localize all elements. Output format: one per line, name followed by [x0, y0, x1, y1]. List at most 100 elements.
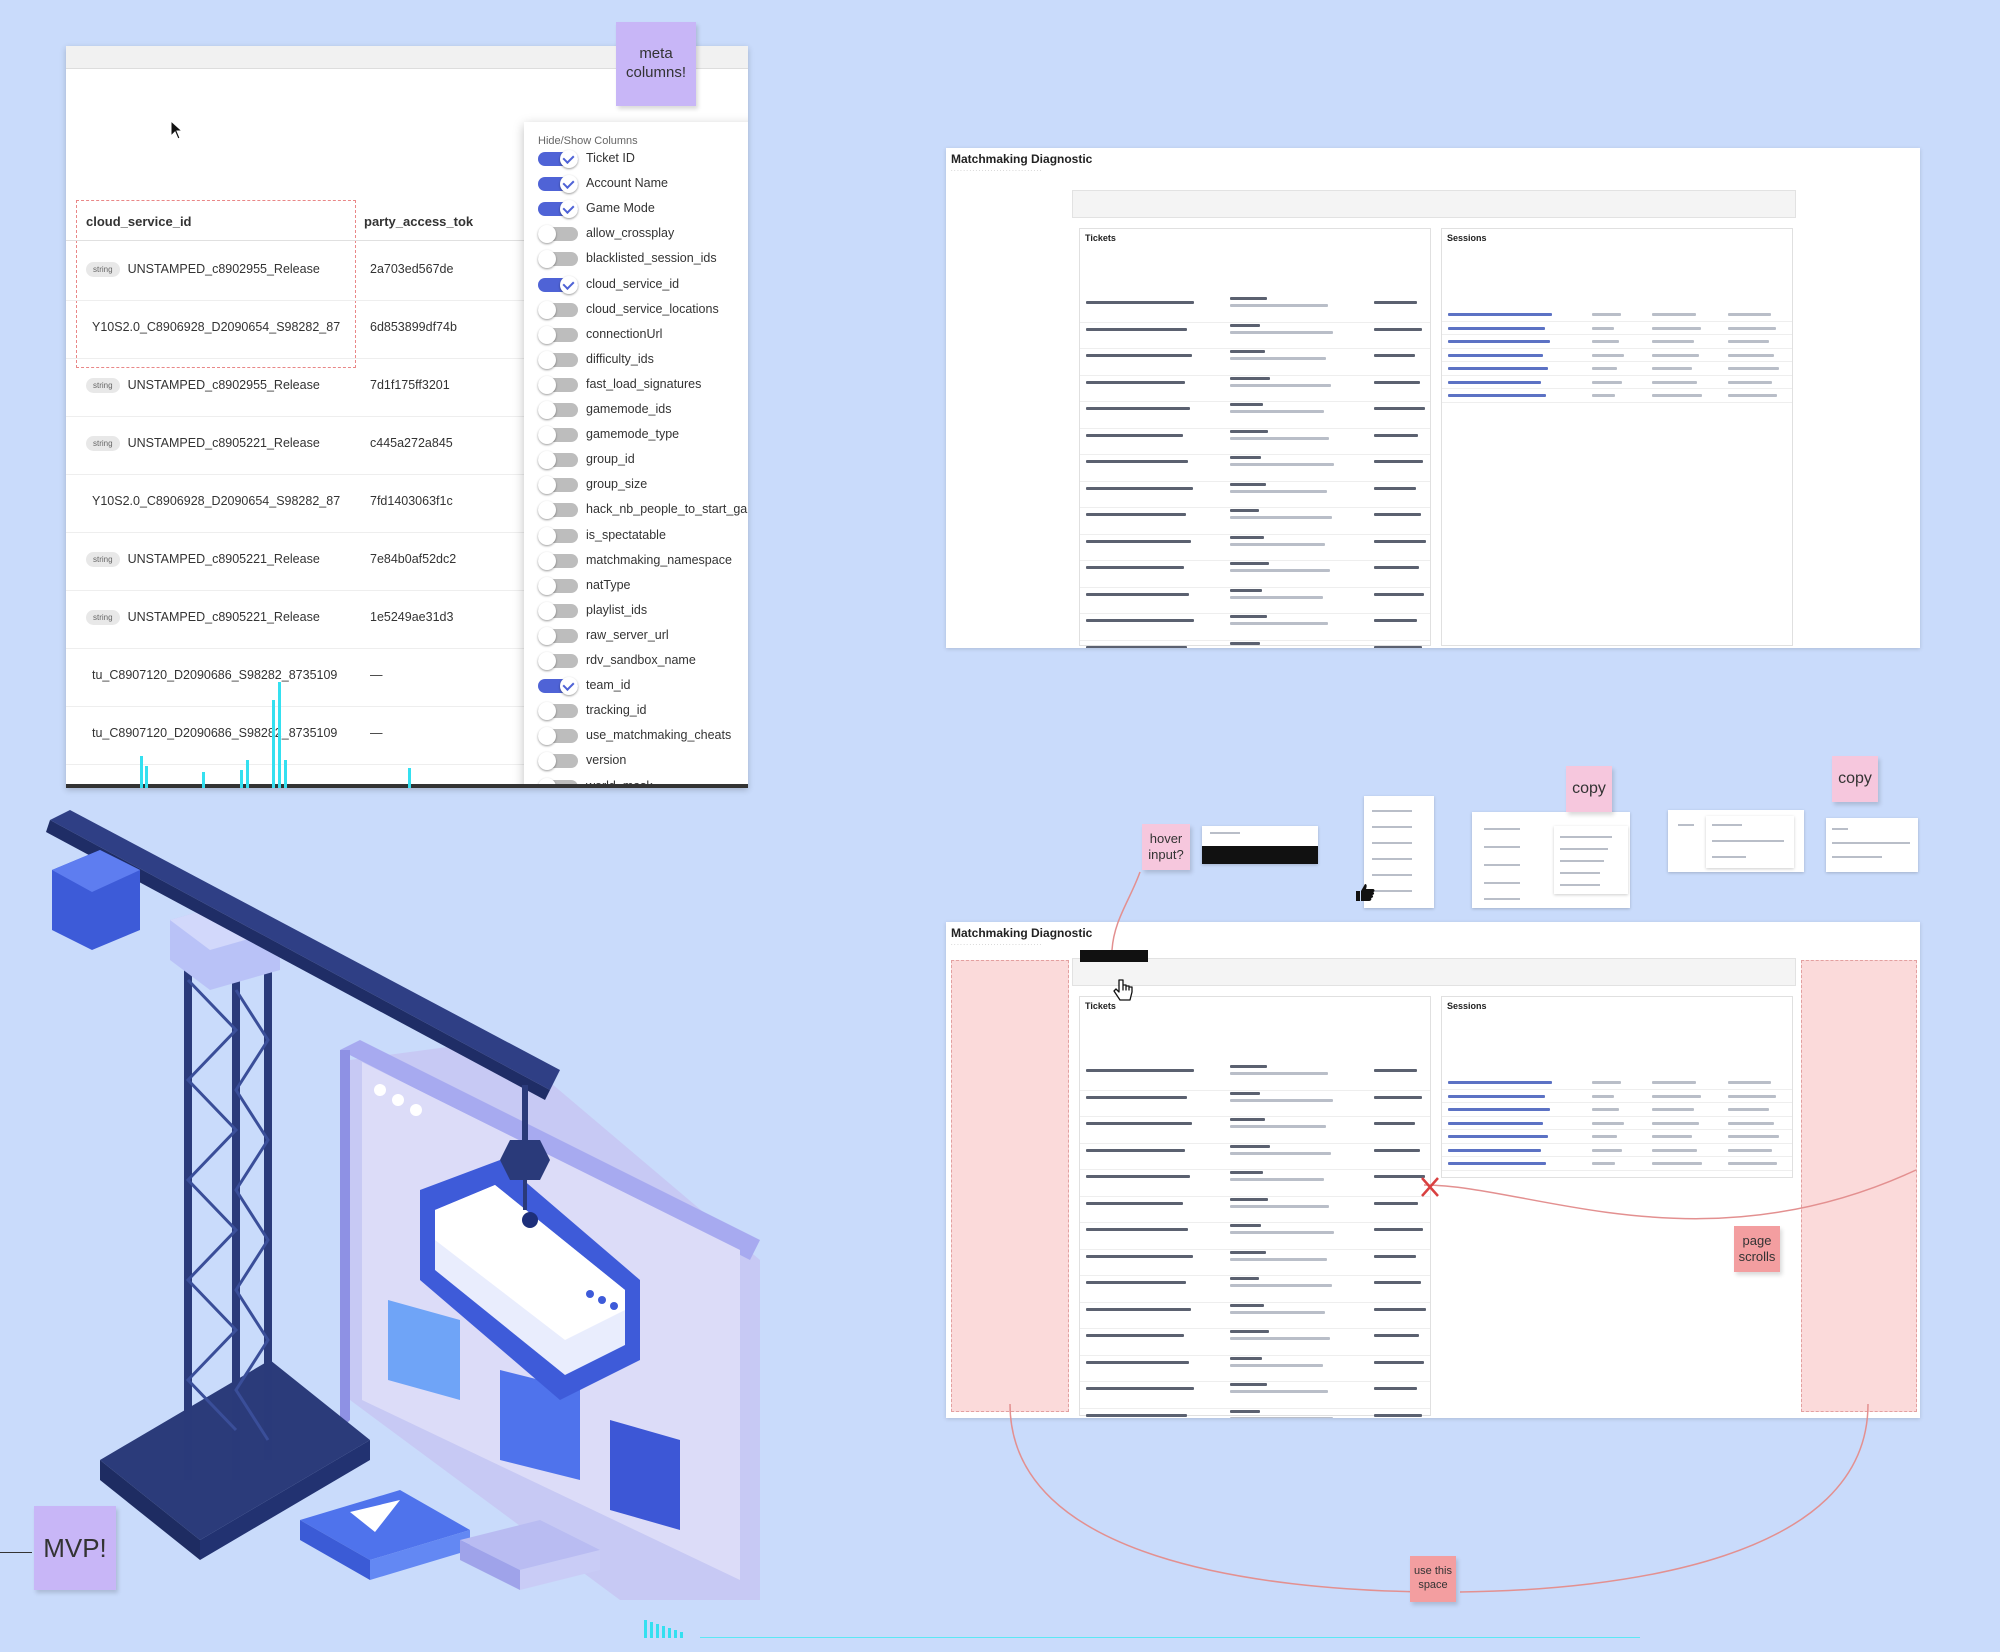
column-toggle[interactable] [538, 552, 580, 570]
column-toggle[interactable] [538, 200, 580, 218]
row-divider [1080, 1328, 1430, 1329]
column-toggle[interactable] [538, 652, 580, 670]
placeholder-text [1592, 1162, 1615, 1165]
column-toggle[interactable] [538, 401, 580, 419]
column-toggle[interactable] [538, 225, 580, 243]
column-toggle[interactable] [538, 602, 580, 620]
cell-text: Y10S2.0_C8906928_D2090654_S98282_87 [92, 320, 341, 334]
toggle-knob [538, 552, 556, 570]
column-toggle-label: raw_server_url [586, 628, 669, 642]
row-divider [1442, 1129, 1792, 1130]
column-header-cloud-service-id[interactable]: cloud_service_id [86, 214, 192, 229]
placeholder-text [1230, 1416, 1333, 1418]
column-toggle[interactable] [538, 351, 580, 369]
placeholder-text [1230, 1178, 1324, 1181]
placeholder-text [1374, 1360, 1424, 1364]
placeholder-text [1086, 1069, 1194, 1072]
column-toggle[interactable] [538, 702, 580, 720]
column-toggle[interactable] [538, 727, 580, 745]
placeholder-text [1230, 1118, 1265, 1121]
column-toggle[interactable] [538, 476, 580, 494]
column-header-party-access-token[interactable]: party_access_tok [364, 214, 474, 229]
placeholder-text [1374, 486, 1416, 490]
sessions-title: Sessions [1447, 233, 1487, 243]
placeholder-text [1086, 1334, 1184, 1337]
sticky-mvp[interactable]: MVP! [34, 1506, 116, 1590]
placeholder-text [1086, 327, 1187, 331]
sticky-copy-1[interactable]: copy [1566, 766, 1612, 812]
thumbs-up-icon [1356, 884, 1375, 901]
toggle-knob [538, 401, 556, 419]
mockup-row [1832, 856, 1882, 858]
sticky-meta-columns[interactable]: meta columns! [616, 22, 696, 106]
mockup-row [1712, 840, 1784, 842]
row-divider [1442, 388, 1792, 389]
column-toggle[interactable] [538, 326, 580, 344]
hover-input-mockup [1202, 826, 1318, 864]
placeholder-text [1374, 1095, 1422, 1099]
placeholder-text [1592, 394, 1615, 397]
placeholder-text [1592, 1121, 1624, 1125]
column-toggle[interactable] [538, 501, 580, 519]
spark-baseline [700, 1637, 1640, 1638]
row-divider [1442, 320, 1792, 322]
placeholder-text [1230, 1171, 1263, 1174]
sticky-page-scrolls[interactable]: page scrolls [1734, 1226, 1780, 1272]
column-toggle[interactable] [538, 250, 580, 268]
placeholder-text [1448, 353, 1543, 357]
column-toggle[interactable] [538, 527, 580, 545]
placeholder-text [1652, 1108, 1694, 1111]
placeholder-text [1652, 340, 1694, 343]
column-toggle[interactable] [538, 577, 580, 595]
spark-bar [408, 768, 411, 788]
column-toggle-label: Account Name [586, 176, 668, 190]
placeholder-text [1230, 562, 1269, 565]
row-divider [1080, 1248, 1430, 1250]
column-toggle[interactable] [538, 451, 580, 469]
placeholder-text [1728, 1094, 1776, 1098]
row-divider [1080, 480, 1430, 482]
placeholder-text [1230, 436, 1329, 440]
spark-bar [284, 760, 287, 788]
placeholder-text [1086, 539, 1191, 543]
column-toggle[interactable] [538, 301, 580, 319]
placeholder-text [1230, 1065, 1267, 1068]
column-toggle[interactable] [538, 627, 580, 645]
sticky-hover-input[interactable]: hover input? [1142, 824, 1190, 870]
placeholder-text [1652, 1135, 1692, 1138]
column-toggle[interactable] [538, 150, 580, 168]
column-toggle[interactable] [538, 376, 580, 394]
spark-bar [202, 772, 205, 788]
placeholder-text [1230, 482, 1266, 486]
column-toggle[interactable] [538, 175, 580, 193]
row-divider [1080, 1381, 1430, 1382]
placeholder-text [1230, 1277, 1259, 1280]
cell-cloud-service-id: tu_C8907120_D2090686_S98282_8735109 [92, 668, 337, 682]
column-toggle[interactable] [538, 276, 580, 294]
placeholder-text [1230, 516, 1332, 519]
sticky-use-this-space[interactable]: use this space [1410, 1556, 1456, 1602]
placeholder-text [1728, 394, 1777, 397]
sticky-copy-2[interactable]: copy [1832, 756, 1878, 802]
column-toggle[interactable] [538, 426, 580, 444]
column-toggle[interactable] [538, 677, 580, 695]
placeholder-text [1448, 313, 1552, 316]
placeholder-text [1086, 1360, 1189, 1364]
mockup-row [1372, 890, 1412, 892]
row-divider [1080, 348, 1430, 349]
cell-party-access-token: 2a703ed567de [370, 262, 454, 276]
placeholder-text [1086, 592, 1189, 596]
column-toggle-label: matchmaking_namespace [586, 553, 732, 567]
filter-bar[interactable] [1072, 190, 1796, 218]
column-toggle[interactable] [538, 752, 580, 770]
row-divider [1080, 401, 1430, 402]
toggle-knob [538, 577, 556, 595]
cell-cloud-service-id: Y10S2.0_C8906928_D2090654_S98282_87 [92, 494, 340, 508]
filter-bar[interactable] [1072, 958, 1796, 986]
placeholder-text [1374, 1387, 1417, 1390]
placeholder-text [1230, 1303, 1264, 1307]
placeholder-text [1086, 1413, 1187, 1417]
placeholder-text [1592, 367, 1617, 370]
